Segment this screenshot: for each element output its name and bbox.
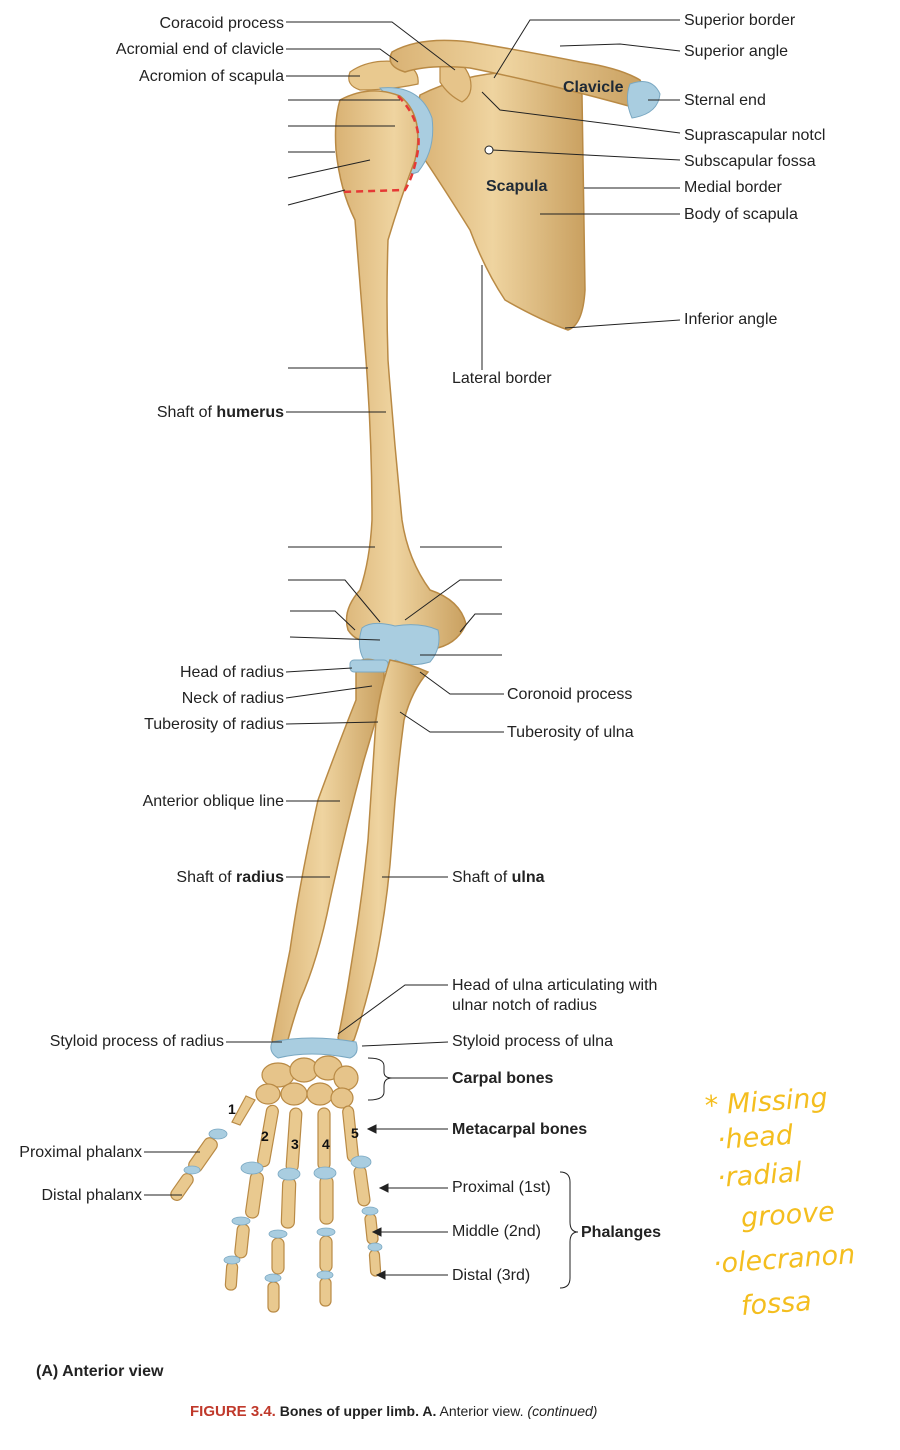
label-shaft-humerus: Shaft of humerus <box>157 403 284 422</box>
label-acromial-end: Acromial end of clavicle <box>115 41 284 58</box>
carpal-bracket <box>367 1057 448 1101</box>
label-subscapular-fossa: Subscapular fossa <box>684 153 816 170</box>
subscapular-fossa-marker <box>484 145 494 155</box>
phalanges-brace <box>559 1171 579 1289</box>
leader-lines <box>144 19 681 1196</box>
label-acromion: Acromion of scapula <box>139 68 284 85</box>
label-superior-angle: Superior angle <box>684 43 789 60</box>
label-phalanges: Phalanges <box>581 1224 662 1241</box>
bone-label-clavicle: Clavicle <box>563 79 624 96</box>
label-coracoid-process: Coracoid process <box>159 15 285 32</box>
handwritten-note-line3: ·radial <box>715 1157 803 1194</box>
label-shaft-radius-prefix: Shaft of <box>176 869 236 886</box>
label-coronoid-process: Coronoid process <box>507 686 633 703</box>
caption-plain-text: Anterior view. <box>439 1403 524 1419</box>
pointer-arrows <box>366 1124 448 1280</box>
label-shaft-ulna-prefix: Shaft of <box>452 869 512 886</box>
label-shaft-ulna-bold: ulna <box>511 869 545 886</box>
handwritten-note-line6: fossa <box>739 1286 813 1322</box>
bone-label-scapula: Scapula <box>486 178 548 195</box>
label-shaft-radius: Shaft of radius <box>176 868 284 887</box>
label-proximal-phalanx: Proximal phalanx <box>19 1144 142 1161</box>
radial-head-cartilage <box>349 659 389 673</box>
label-metacarpal-bones: Metacarpal bones <box>452 1121 588 1138</box>
label-carpal-bones: Carpal bones <box>452 1070 554 1087</box>
label-anterior-oblique-line: Anterior oblique line <box>142 793 284 810</box>
label-head-radius: Head of radius <box>179 664 284 681</box>
view-label: (A) Anterior view <box>36 1363 164 1380</box>
label-shaft-ulna: Shaft of ulna <box>452 868 544 887</box>
sternal-end-cartilage <box>626 81 661 119</box>
label-medial-border: Medial border <box>684 179 782 196</box>
digit-number-2: 2 <box>261 1128 269 1144</box>
digit-number-1: 1 <box>228 1101 236 1117</box>
label-shaft-humerus-prefix: Shaft of <box>156 404 217 421</box>
figure-caption: FIGURE 3.4. Bones of upper limb. A. Ante… <box>190 1403 597 1420</box>
digit-number-5: 5 <box>351 1125 359 1141</box>
label-proximal-1st: Proximal (1st) <box>452 1179 551 1196</box>
caption-bold-text: Bones of upper limb. A. <box>279 1403 437 1419</box>
label-distal-3rd: Distal (3rd) <box>452 1267 531 1284</box>
label-lateral-border: Lateral border <box>452 370 552 387</box>
label-inferior-angle: Inferior angle <box>684 311 778 328</box>
label-sternal-end: Sternal end <box>684 92 766 109</box>
carpal-bones-group <box>255 1055 359 1109</box>
label-body-scapula: Body of scapula <box>684 206 798 223</box>
label-distal-phalanx: Distal phalanx <box>41 1187 143 1204</box>
digit-number-4: 4 <box>322 1136 330 1152</box>
elbow-articular-cartilage <box>358 622 440 666</box>
label-styloid-ulna: Styloid process of ulna <box>452 1033 613 1050</box>
radius-bone <box>271 658 385 1050</box>
wrist-cartilage <box>270 1037 358 1059</box>
label-head-ulna-line2: ulnar notch of radius <box>452 997 597 1014</box>
label-styloid-radius: Styloid process of radius <box>49 1033 224 1050</box>
caption-figure-number: FIGURE 3.4. <box>190 1403 276 1420</box>
label-head-ulna-line1: Head of ulna articulating with <box>452 977 658 994</box>
label-superior-border: Superior border <box>684 12 796 29</box>
caption-italic-text: (continued) <box>527 1403 598 1419</box>
label-suprascapular-notch: Suprascapular notcl <box>684 127 826 144</box>
ulna-bone <box>337 659 430 1045</box>
hand-joint-cartilage <box>183 1128 383 1283</box>
label-shaft-humerus-bold: humerus <box>216 404 284 421</box>
label-middle-2nd: Middle (2nd) <box>452 1223 541 1240</box>
label-shaft-radius-bold: radius <box>235 869 284 886</box>
label-neck-radius: Neck of radius <box>181 690 284 707</box>
handwritten-note-line2: ·head <box>715 1119 794 1156</box>
label-tuberosity-radius: Tuberosity of radius <box>144 716 284 733</box>
digit-number-3: 3 <box>291 1136 299 1152</box>
label-tuberosity-ulna: Tuberosity of ulna <box>507 724 634 741</box>
